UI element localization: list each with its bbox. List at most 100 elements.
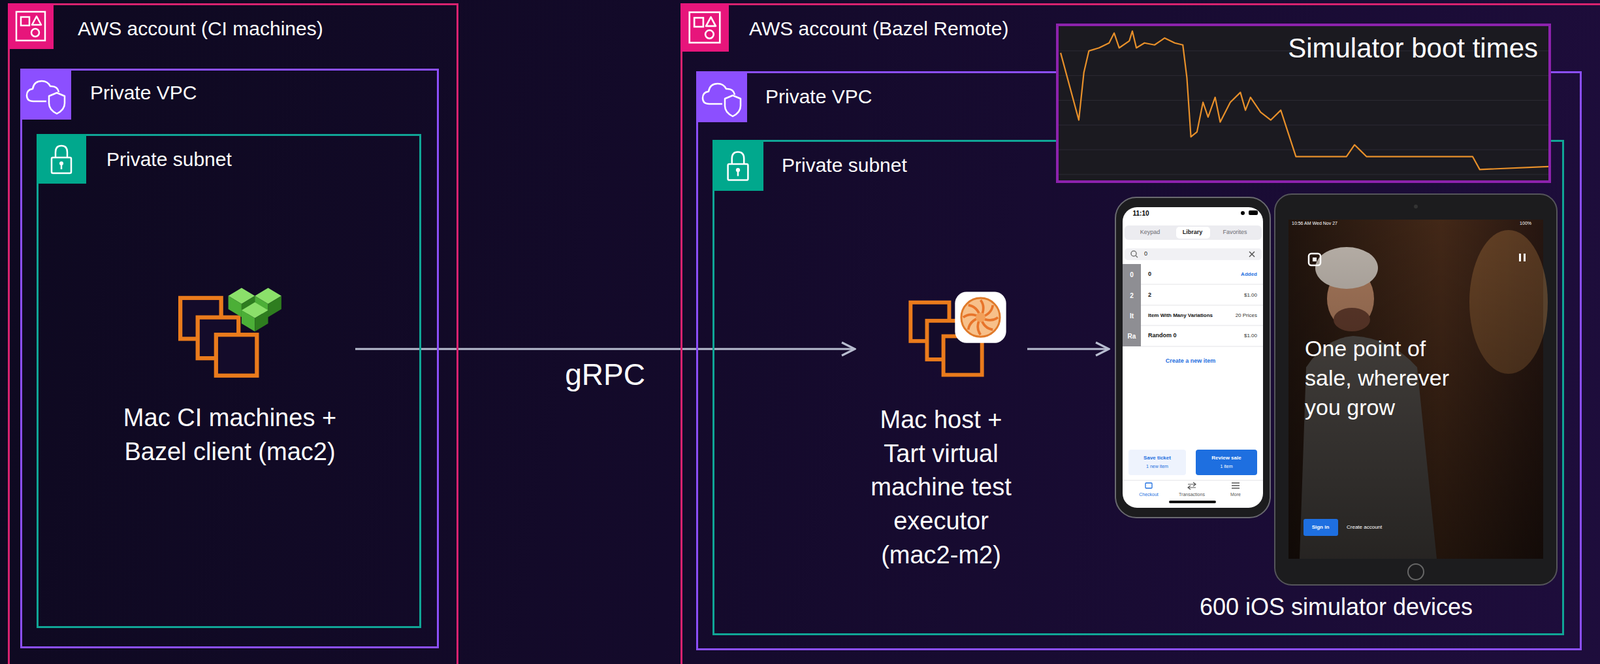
screen-text: Save ticket	[1143, 455, 1171, 462]
screen-text: Create account	[1346, 524, 1382, 531]
ci-machine-icon	[178, 285, 284, 378]
graphic-polygon	[241, 310, 255, 332]
graphic-rect	[7, 3, 54, 49]
graphic-rect	[36, 133, 87, 184]
graphic-line	[1058, 75, 1549, 76]
screen-text: Keypad	[1140, 229, 1161, 236]
graphic-circle	[1240, 210, 1245, 215]
component-label: Mac host + Tart virtual machine test exe…	[861, 402, 1022, 572]
graphic-line	[1058, 149, 1549, 151]
screen-text: Added	[1240, 271, 1258, 278]
graphic-rect	[1303, 518, 1339, 536]
graphic-rect	[954, 291, 1006, 343]
graphic-path	[1249, 251, 1255, 257]
graphic-line	[1135, 255, 1138, 258]
boundary-icon	[680, 3, 729, 52]
screen-text: Ra	[1127, 332, 1137, 340]
screen-text: 1 item	[1219, 463, 1233, 469]
graphic-path	[48, 92, 65, 114]
screen-text: Create a new item	[1165, 357, 1216, 365]
graphic-rect	[1145, 482, 1152, 488]
test-executor-node: Mac host + Tart virtual machine test exe…	[856, 287, 1026, 580]
screen-text: 2	[1148, 291, 1152, 299]
screen-text: 100%	[1519, 220, 1532, 226]
graphic-rect	[1195, 449, 1258, 475]
boundary-title: AWS account (Bazel Remote)	[749, 17, 1009, 40]
graphic-rect	[1124, 248, 1262, 260]
screen-text: It	[1129, 312, 1134, 320]
aws-account-boundary: AWS account (Bazel Remote) Simulator boot…	[680, 3, 1600, 664]
screen-text: Random 0	[1148, 332, 1177, 339]
graphic-rect	[1308, 253, 1321, 266]
graphic-rect	[1122, 207, 1264, 508]
boundary-title: Private subnet	[106, 148, 232, 171]
screen-text: 1 new item	[1146, 463, 1169, 469]
component-label: Mac CI machines + Bazel client (mac2)	[109, 400, 351, 469]
graphic-path	[55, 145, 68, 158]
aws-account-boundary: AWS account (CI machines)Private VPCPriv…	[7, 3, 459, 664]
boundary-title: Private VPC	[765, 85, 872, 108]
graphic-line	[60, 164, 63, 170]
screen-text: $1.00	[1244, 333, 1258, 339]
graphic-rect	[689, 12, 721, 44]
graphic-rect	[1288, 219, 1544, 559]
graphic-line	[1058, 173, 1549, 175]
chart-title: Simulator boot times	[1287, 32, 1538, 64]
tart-vm-icon	[906, 290, 1011, 378]
graphic-line	[1122, 480, 1264, 481]
boundary-icon	[712, 139, 764, 191]
graphic-line	[737, 171, 740, 176]
graphic-rect	[728, 163, 749, 181]
graphic-rect	[1128, 449, 1186, 475]
graphic-rect	[680, 3, 729, 52]
graphic-rect	[216, 334, 258, 376]
screen-text: Item With Many Variations	[1148, 312, 1213, 319]
arrow-connector	[355, 348, 855, 351]
graphic-line	[1140, 284, 1264, 285]
screen-text: 0	[1129, 271, 1134, 279]
graphic-polygon	[268, 295, 282, 318]
graphic-line	[1140, 304, 1264, 306]
graphic-line	[1140, 346, 1264, 347]
graphic-rect	[1176, 226, 1211, 239]
screen-text: Review sale	[1211, 455, 1241, 462]
screen-text: 0	[1144, 250, 1148, 258]
screen-text: Favorites	[1222, 229, 1247, 236]
graphic-circle	[1413, 204, 1418, 209]
graphic-line	[1058, 124, 1549, 126]
screen-text: 0	[1148, 271, 1152, 278]
subnet-boundary: Private subnetMac CI machines + Bazel cl…	[36, 133, 422, 628]
screen-text: Sign in	[1312, 524, 1330, 531]
graphic-rect	[1523, 253, 1526, 262]
graphic-rect	[1124, 225, 1262, 240]
screen-text: One point of sale, wherever you grow	[1304, 333, 1462, 422]
boundary-icon	[696, 71, 748, 123]
graphic-rect	[1248, 210, 1258, 215]
screen-text: Library	[1182, 229, 1203, 236]
boundary-title: Private subnet	[781, 154, 908, 177]
boundary-icon	[36, 133, 87, 184]
graphic-path	[724, 95, 741, 117]
graphic-line	[1140, 325, 1264, 326]
graphic-circle	[961, 297, 1000, 337]
graphic-rect	[20, 68, 72, 120]
vpc-boundary: Private VPCPrivate subnetMac CI machines…	[20, 68, 439, 648]
graphic-path	[1231, 482, 1240, 488]
simulator-devices: 600 iOS simulator devices11:10KeypadLibr…	[1110, 190, 1563, 625]
graphic-polygon	[254, 310, 268, 332]
graphic-circle	[1408, 563, 1424, 580]
graphic-circle	[705, 30, 714, 39]
arrow-connector	[1027, 348, 1109, 351]
graphic-line	[1058, 99, 1549, 101]
screen-text: Transactions	[1178, 491, 1205, 497]
ci-machine-node: Mac CI machines + Bazel client (mac2)	[105, 280, 354, 477]
screen-text: More	[1230, 491, 1241, 497]
graphic-rect	[20, 16, 30, 26]
subnet-boundary: Private subnetMac host + Tart virtual ma…	[712, 139, 1565, 635]
boundary-icon	[20, 68, 72, 120]
edge-label: gRPC	[564, 356, 646, 392]
graphic-rect	[16, 11, 46, 41]
screen-text: 10:56 AM Wed Nov 27	[1291, 220, 1338, 226]
graphic-circle	[31, 28, 40, 37]
